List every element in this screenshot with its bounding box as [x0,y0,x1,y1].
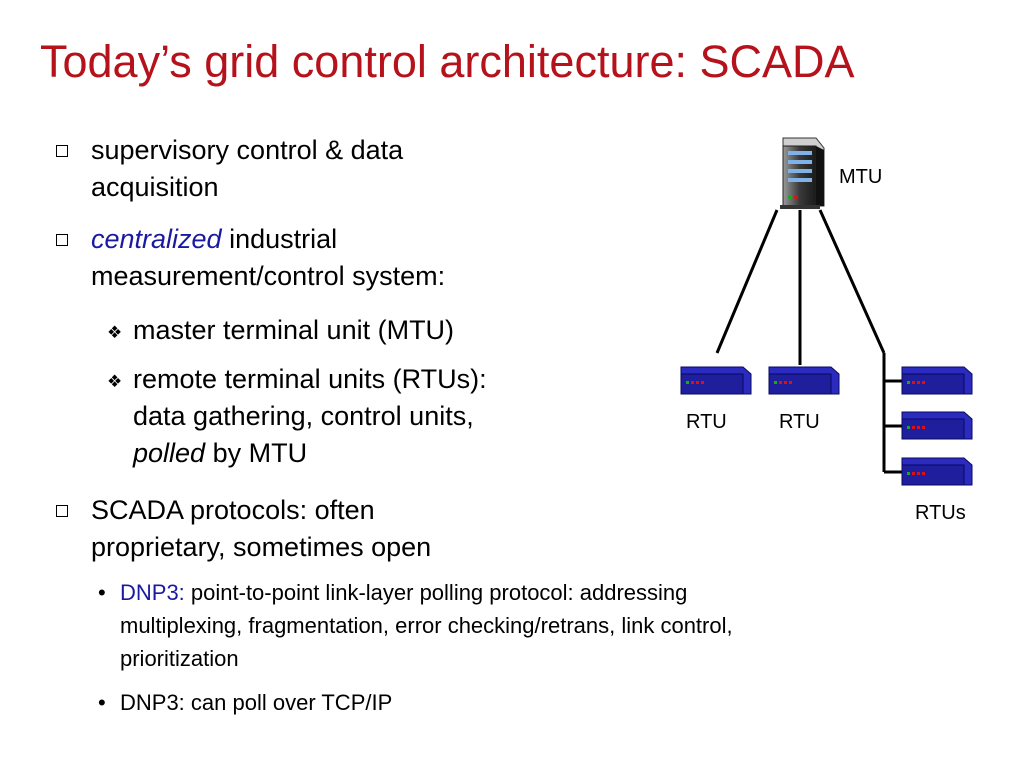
square-bullet-icon [56,505,68,517]
bullet-text: industrial [221,224,338,254]
sub-bullet-line: data gathering, control units, [133,401,474,431]
rtu-label: RTU [686,411,727,433]
sub-bullet-text: master terminal unit (MTU) [133,315,455,345]
link-line [715,209,779,354]
rtu-device-icon [901,411,973,440]
rtu-device-icon [680,366,752,395]
diamond-bullet-icon: ❖ [107,323,123,342]
emphasis-text: polled [133,438,206,468]
connection-lines [715,209,902,474]
small-bullet-line: prioritization [120,646,239,671]
bullet-line: supervisory control & data [91,135,404,165]
emphasis-text: centralized [91,224,222,254]
bullet-line: proprietary, sometimes open [91,532,432,562]
bullet-line: acquisition [91,172,219,202]
rtu-label: RTU [779,411,820,433]
bullet-line: SCADA protocols: often [91,495,375,525]
sub-bullet-line: remote terminal units (RTUs): [133,364,487,394]
link-line [818,209,886,354]
dot-bullet-icon: • [98,690,106,715]
rtu-device-icon [901,457,973,486]
square-bullet-icon [56,145,68,157]
protocol-name: DNP3: [120,580,185,605]
small-bullet-line: multiplexing, fragmentation, error check… [120,613,733,638]
bullet-line: measurement/control system: [91,261,446,291]
rtu-device-icon [901,366,973,395]
dot-bullet-icon: • [98,580,106,605]
small-bullet-text: DNP3: can poll over TCP/IP [120,690,393,715]
diamond-bullet-icon: ❖ [107,372,123,391]
small-bullet-text: point-to-point link-layer polling protoc… [184,580,688,605]
rtus-label: RTUs [915,502,966,524]
square-bullet-icon [56,234,68,246]
slide-title: Today’s grid control architecture: SCADA [40,36,855,87]
server-icon [780,137,825,209]
sub-bullet-text: by MTU [205,438,308,468]
mtu-label: MTU [839,166,883,188]
rtu-device-icon [768,366,840,395]
